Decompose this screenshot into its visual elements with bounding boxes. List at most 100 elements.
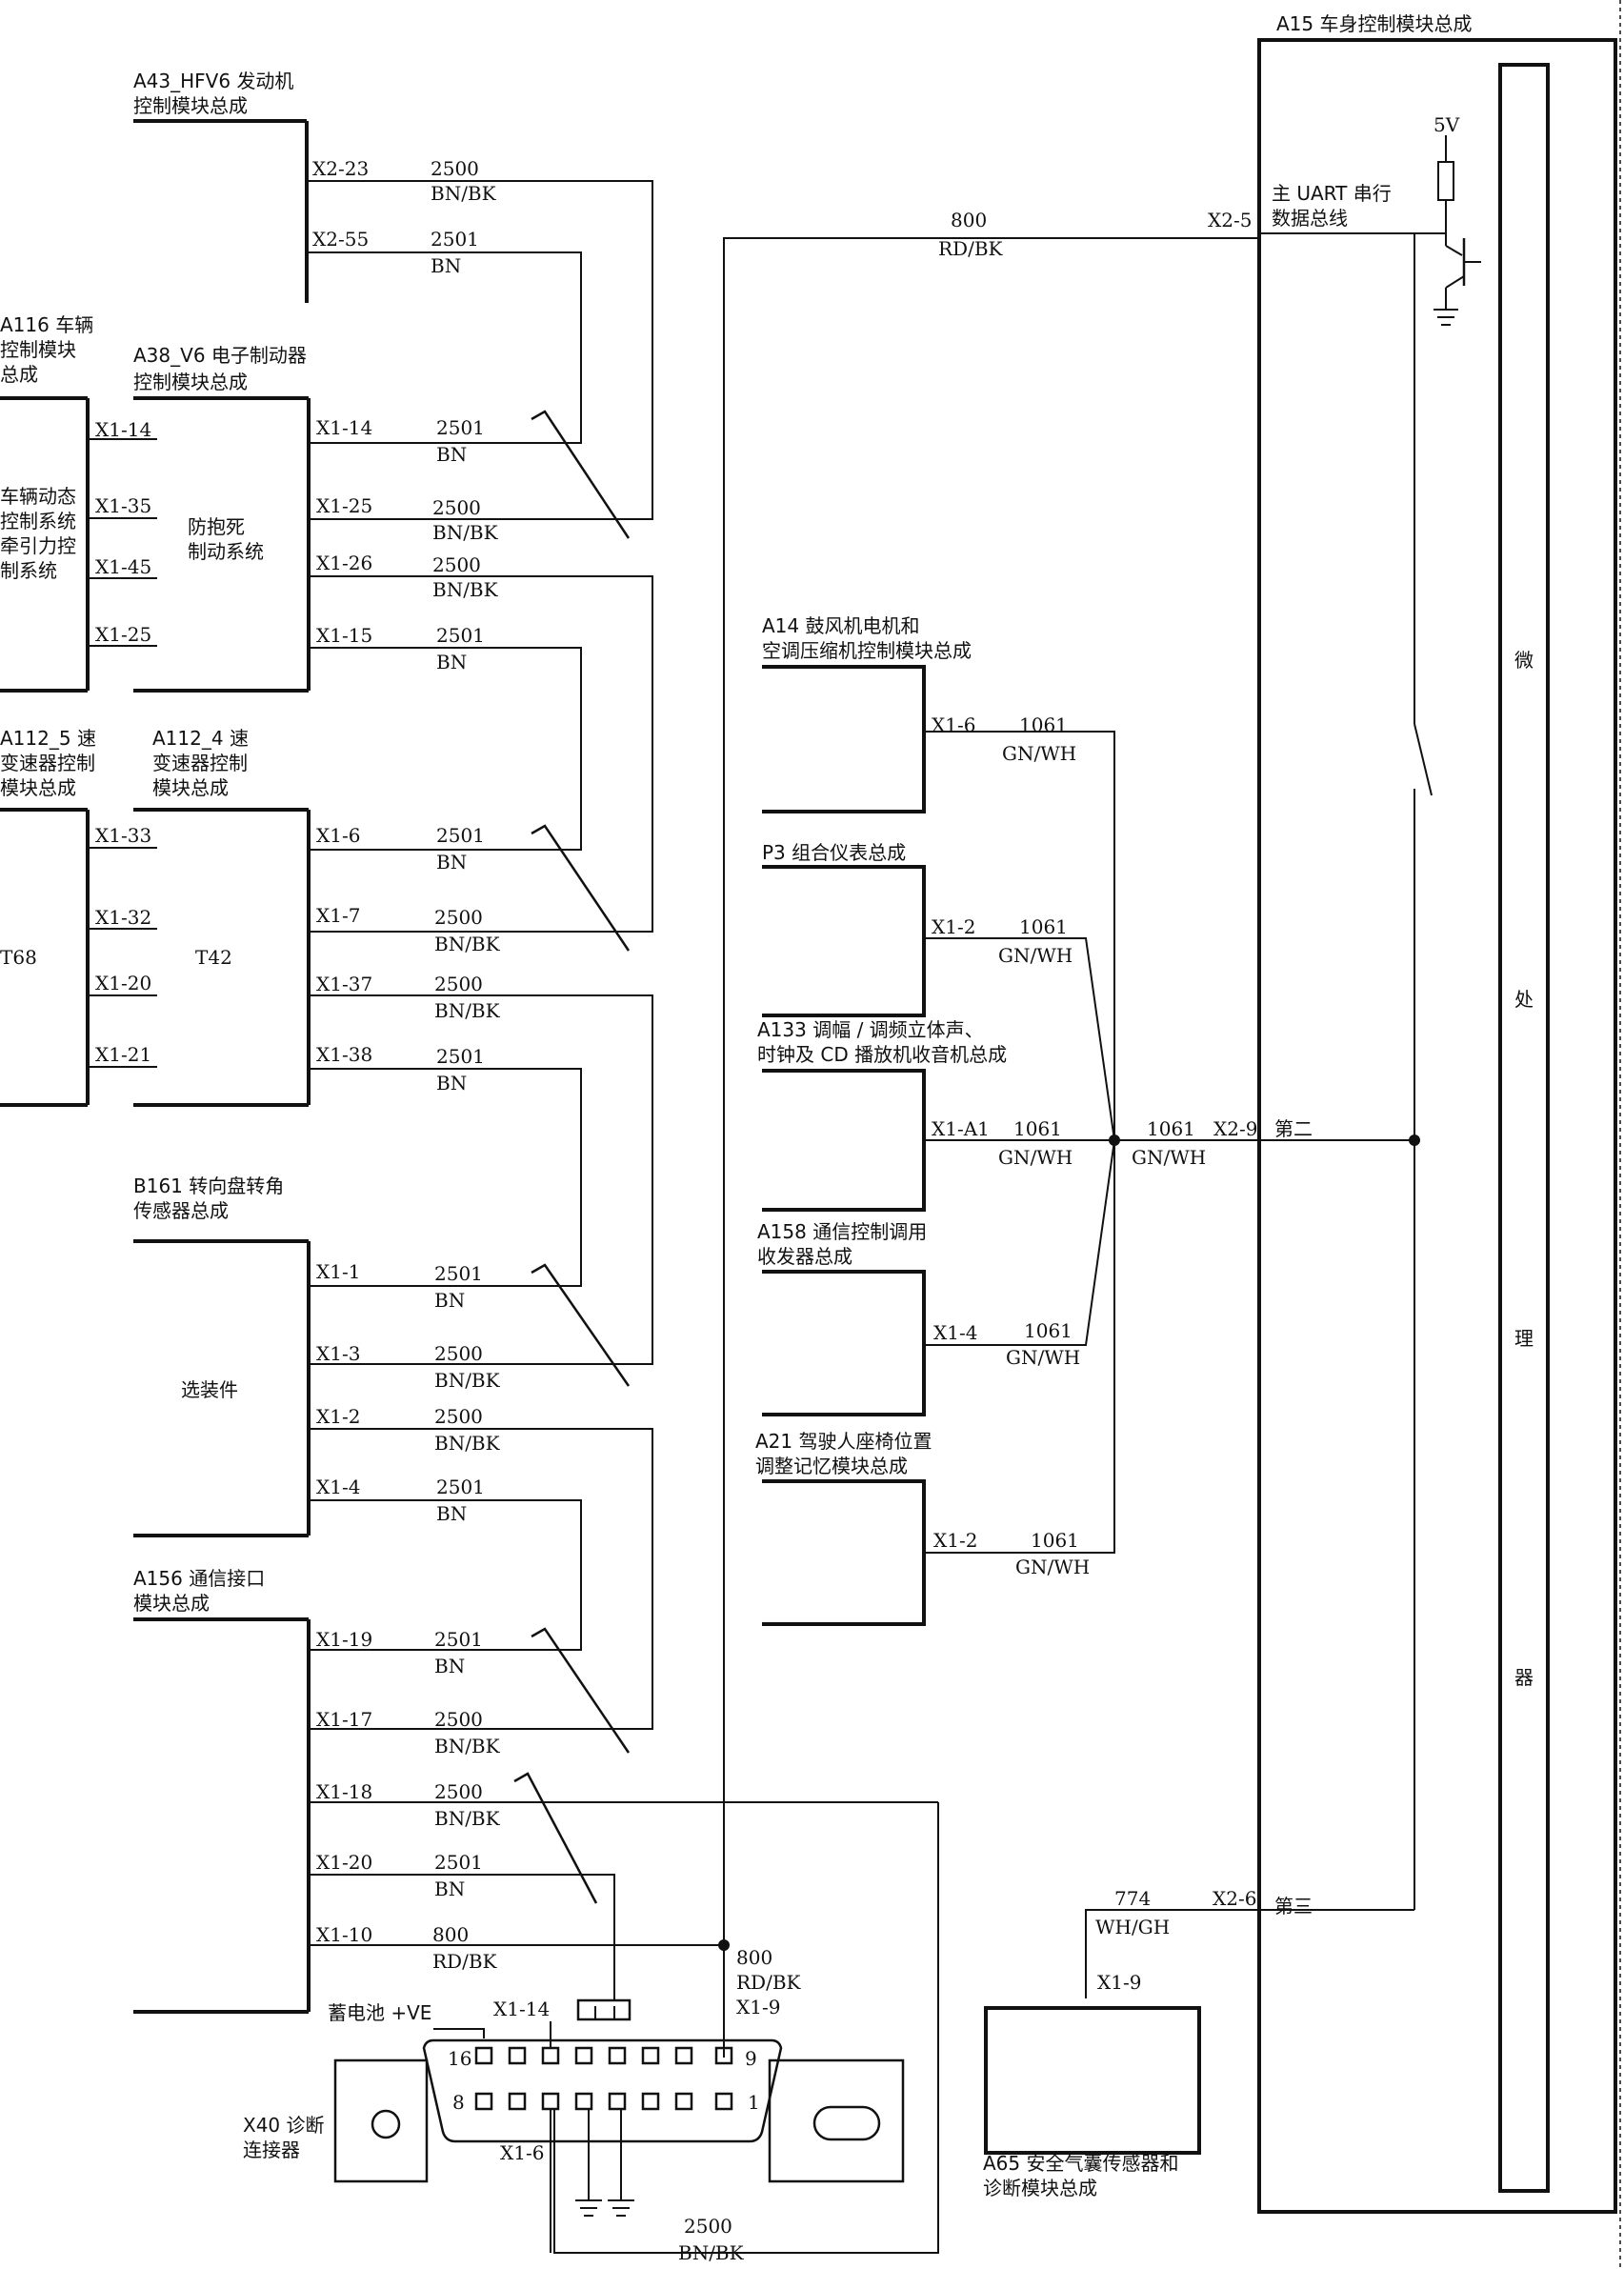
- a15-third-pin: X2-6: [1213, 1887, 1256, 1910]
- a133-pin: X1-A1: [932, 1117, 990, 1140]
- p3-pin: X1-2: [932, 915, 975, 938]
- a156-pin-5: X1-10: [316, 1923, 372, 1946]
- module-b161: B161 转向盘转角 传感器总成 选装件: [133, 1175, 311, 1537]
- dlc-pins-top: [474, 2046, 733, 2065]
- a116-inner-2: 控制系统: [0, 510, 76, 532]
- a112-5-pin-3: X1-20: [95, 972, 151, 994]
- a156-wire-3-color: BN/BK: [434, 1807, 501, 1830]
- b161-wire-1-code: 2501: [434, 1262, 483, 1285]
- a112-4-pin-1: X1-6: [316, 824, 360, 847]
- a43-wire-2-color: BN: [431, 254, 461, 277]
- micro-char-3: 理: [1514, 1327, 1534, 1350]
- a38-wire-3-code: 2500: [432, 553, 481, 576]
- module-a15: A15 车身控制模块总成 微 处 理 器 主 UART 串行 数据总线 第二 第…: [1257, 12, 1617, 2214]
- a112-4-wire-1-code: 2501: [436, 824, 485, 847]
- t42-label: T42: [195, 946, 232, 969]
- dlc-pins-bottom: [474, 2092, 733, 2111]
- b161-wire-4-code: 2501: [436, 1476, 485, 1498]
- a15-third-label: 第三: [1274, 1895, 1313, 1918]
- a38-label-1: A38_V6 电子制动器: [133, 344, 307, 367]
- a116-inner-3: 牵引力控: [0, 534, 76, 557]
- p3-wire-color: GN/WH: [998, 944, 1073, 967]
- a21-wire-code: 1061: [1031, 1529, 1079, 1552]
- a15-second-pin: X2-9: [1213, 1117, 1257, 1140]
- module-a21: A21 驾驶人座椅位置 调整记忆模块总成 X1-2 1061 GN/WH: [755, 1140, 1115, 1626]
- a112-4-wire-2-color: BN/BK: [434, 933, 501, 955]
- a133-wire-color: GN/WH: [998, 1146, 1073, 1169]
- a38-wire-4-code: 2501: [436, 624, 485, 647]
- b161-wires: X1-1 2501 BN X1-3 2500 BN/BK X1-2 2500 B…: [309, 1260, 653, 1730]
- dlc-loop-wire-code: 2500: [684, 2215, 732, 2238]
- module-a112-5: A112_5 速 变速器控制 模块总成 T68: [0, 727, 96, 1107]
- a112-5-pins: X1-33 X1-32 X1-20 X1-21: [88, 824, 157, 1068]
- a112-4-label-3: 模块总成: [152, 776, 229, 799]
- a158-pin: X1-4: [933, 1321, 977, 1344]
- a156-pin-4: X1-20: [316, 1851, 372, 1874]
- a116-pin-2: X1-35: [95, 494, 151, 517]
- b161-wire-2-color: BN/BK: [434, 1369, 501, 1392]
- dlc-pin-1: 1: [748, 2091, 760, 2114]
- a65-label-1: A65 安全气囊传感器和: [983, 2152, 1179, 2175]
- b161-wire-1-color: BN: [434, 1289, 465, 1312]
- a112-5-label-1: A112_5 速: [0, 727, 96, 750]
- dlc-pin-16: 16: [448, 2047, 471, 2070]
- a112-4-wire-3-code: 2500: [434, 973, 483, 995]
- a38-label-2: 控制模块总成: [133, 371, 248, 393]
- a116-label-2: 控制模块: [0, 338, 76, 361]
- a43-pin-1: X2-23: [312, 157, 369, 180]
- a21-label-2: 调整记忆模块总成: [755, 1455, 908, 1477]
- a14-wire-color: GN/WH: [1002, 742, 1076, 765]
- a43-pin-2: X2-55: [312, 228, 369, 251]
- a112-5-pin-2: X1-32: [95, 906, 151, 929]
- a112-4-wire-1-color: BN: [436, 851, 467, 873]
- micro-char-2: 处: [1514, 988, 1534, 1011]
- dlc-pin-x1-9: X1-9: [736, 1996, 780, 2018]
- micro-char-1: 微: [1514, 649, 1534, 672]
- t68-label: T68: [0, 946, 37, 969]
- module-a156: A156 通信接口 模块总成: [133, 1567, 311, 2014]
- a112-4-label-2: 变速器控制: [152, 752, 248, 774]
- a112-4-pin-4: X1-38: [316, 1043, 372, 1066]
- module-a38: A38_V6 电子制动器 控制模块总成 防抱死 制动系统: [133, 344, 311, 693]
- a65-label-2: 诊断模块总成: [983, 2177, 1097, 2199]
- a156-pin-3: X1-18: [316, 1780, 372, 1803]
- a43-wire-1-color: BN/BK: [431, 182, 497, 205]
- module-a133: A133 调幅 / 调频立体声、 时钟及 CD 播放机收音机总成 X1-A1 1…: [757, 1018, 1414, 1212]
- a38-wire-1-code: 2501: [436, 416, 485, 439]
- dlc-pin-x1-6: X1-6: [500, 2141, 544, 2164]
- a15-uart-pin: X2-5: [1208, 209, 1252, 231]
- a156-wire-1-code: 2501: [434, 1628, 483, 1651]
- a156-wire-4-color: BN: [434, 1877, 465, 1900]
- a156-label-1: A156 通信接口: [133, 1567, 265, 1590]
- module-a65: 774 WH/GH X2-6 X1-9 A65 安全气囊传感器和 诊断模块总成: [983, 1887, 1414, 2199]
- a158-wire-code: 1061: [1024, 1319, 1073, 1342]
- a156-wire-1-color: BN: [434, 1655, 465, 1677]
- bus2-wire-color: GN/WH: [1132, 1146, 1206, 1169]
- a38-pin-1: X1-14: [316, 416, 372, 439]
- a38-wire-2-color: BN/BK: [432, 521, 499, 544]
- a43-label-2: 控制模块总成: [133, 94, 248, 117]
- b161-inner: 选装件: [181, 1378, 238, 1401]
- a65-pin: X1-9: [1097, 1971, 1141, 1994]
- a133-label-2: 时钟及 CD 播放机收音机总成: [757, 1043, 1007, 1066]
- a156-pin-1: X1-19: [316, 1628, 372, 1651]
- a116-pin-4: X1-25: [95, 623, 151, 646]
- a156-wire-2-color: BN/BK: [434, 1735, 501, 1757]
- uart-wire-code: 800: [951, 209, 987, 231]
- p3-label: P3 组合仪表总成: [762, 841, 906, 864]
- x40-label-1: X40 诊断: [243, 2114, 325, 2137]
- a38-wire-2-code: 2500: [432, 496, 481, 519]
- a38-wire-3-color: BN/BK: [432, 578, 499, 601]
- module-p3: P3 组合仪表总成 X1-2 1061 GN/WH: [762, 841, 1115, 1141]
- supply-5v-label: 5V: [1434, 113, 1460, 136]
- a112-4-wires: X1-6 2501 BN X1-7 2500 BN/BK X1-37 2500 …: [309, 824, 653, 1365]
- a15-second-label: 第二: [1274, 1117, 1313, 1140]
- b161-wire-3-color: BN/BK: [434, 1432, 501, 1455]
- a156-wire-5-code: 800: [432, 1923, 469, 1946]
- b161-wire-2-code: 2500: [434, 1342, 483, 1365]
- a156-wire-5-color: RD/BK: [432, 1950, 498, 1973]
- a14-wire-code: 1061: [1019, 713, 1068, 736]
- a43-label-1: A43_HFV6 发动机: [133, 70, 293, 92]
- a14-label-1: A14 鼓风机电机和: [762, 614, 920, 637]
